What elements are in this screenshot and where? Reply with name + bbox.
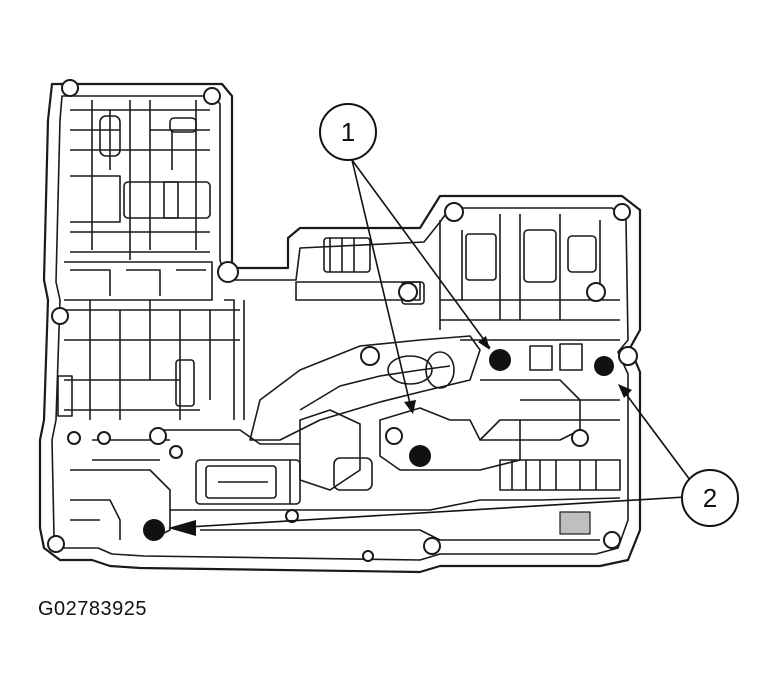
valve-body-casting xyxy=(38,82,642,574)
leader-1a xyxy=(351,159,491,349)
left-middle-grid xyxy=(57,299,245,420)
check-balls xyxy=(143,349,614,541)
upper-right-channels xyxy=(295,214,620,371)
check-ball-2a xyxy=(594,356,614,376)
callout-2-circle xyxy=(681,469,739,527)
leader-lines xyxy=(168,159,703,536)
callout-1-label: 1 xyxy=(341,117,355,147)
check-ball-1b xyxy=(409,445,431,467)
upper-left-channels xyxy=(64,100,213,301)
callout-1: 1 xyxy=(319,103,377,161)
leader-1b xyxy=(351,159,413,413)
callout-2-label: 2 xyxy=(703,483,717,513)
check-ball-2b xyxy=(143,519,165,541)
leader-2b xyxy=(171,495,703,529)
leader-2a xyxy=(619,385,703,497)
lower-spool-bore xyxy=(70,459,621,541)
callout-1-circle xyxy=(319,103,377,161)
check-ball-1a xyxy=(489,349,511,371)
bolt-holes xyxy=(47,79,638,562)
figure-id-label: G02783925 xyxy=(38,598,148,620)
callout-2: 2 xyxy=(681,469,739,527)
